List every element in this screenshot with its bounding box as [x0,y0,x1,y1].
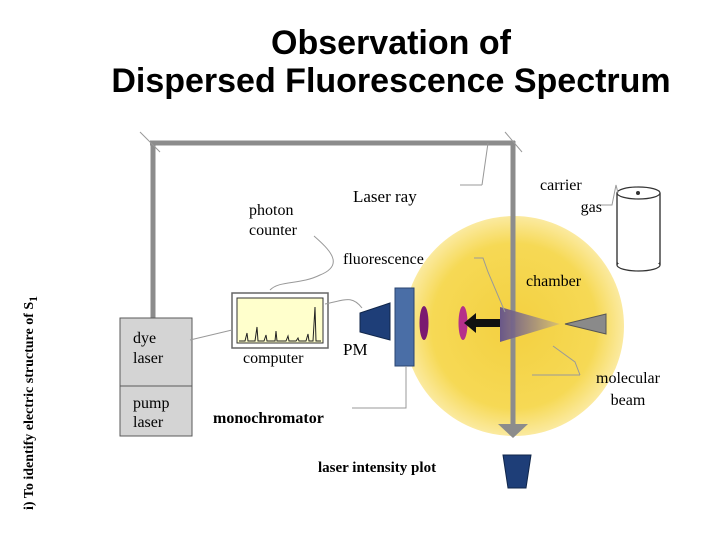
lens-right [458,306,468,340]
collection-arrow-shaft [474,319,500,327]
label-carrier-gas: carrier gas [540,177,602,216]
label-pm: PM [343,340,368,359]
label-pump-laser: pump laser [133,395,170,431]
label-laser-ray: Laser ray [353,187,417,206]
page-title-line-2: Dispersed Fluorescence Spectrum [111,62,671,100]
page-title-line-1: Observation of [271,24,511,62]
label-monochromator: monochromator [213,410,324,427]
label-dye-laser: dye laser [133,330,164,367]
molecular-beam-cone [500,307,560,342]
monochromator-slab [394,287,415,367]
label-molecular-beam: molecular beam [596,370,660,409]
pump-laser-box [119,385,193,437]
page-title: Observation of Dispersed Fluorescence Sp… [0,24,720,100]
side-note: i) To identify electric structure of S1 [22,296,40,510]
label-computer: computer [243,350,304,367]
side-note-subscript: 1 [26,296,40,302]
intensity-detector [502,454,532,489]
laser-beam-path [150,140,516,428]
computer-screen [236,297,324,344]
label-chamber: chamber [526,273,582,290]
spectrum-trace [239,306,321,342]
gas-cylinder [616,186,661,272]
side-note-text: i) To identify electric structure of S [22,301,37,510]
dye-laser-box [119,317,193,387]
lens-left [419,306,429,340]
pm-tube [359,302,391,341]
laser-beam-arrowhead [498,424,528,438]
nozzle [564,313,607,335]
label-laser-intensity-plot: laser intensity plot [318,460,437,476]
label-fluorescence: fluorescence [343,251,424,268]
label-photon-counter: photon counter [249,202,297,239]
collection-arrow-head [464,313,476,333]
callout-lines [189,142,619,409]
